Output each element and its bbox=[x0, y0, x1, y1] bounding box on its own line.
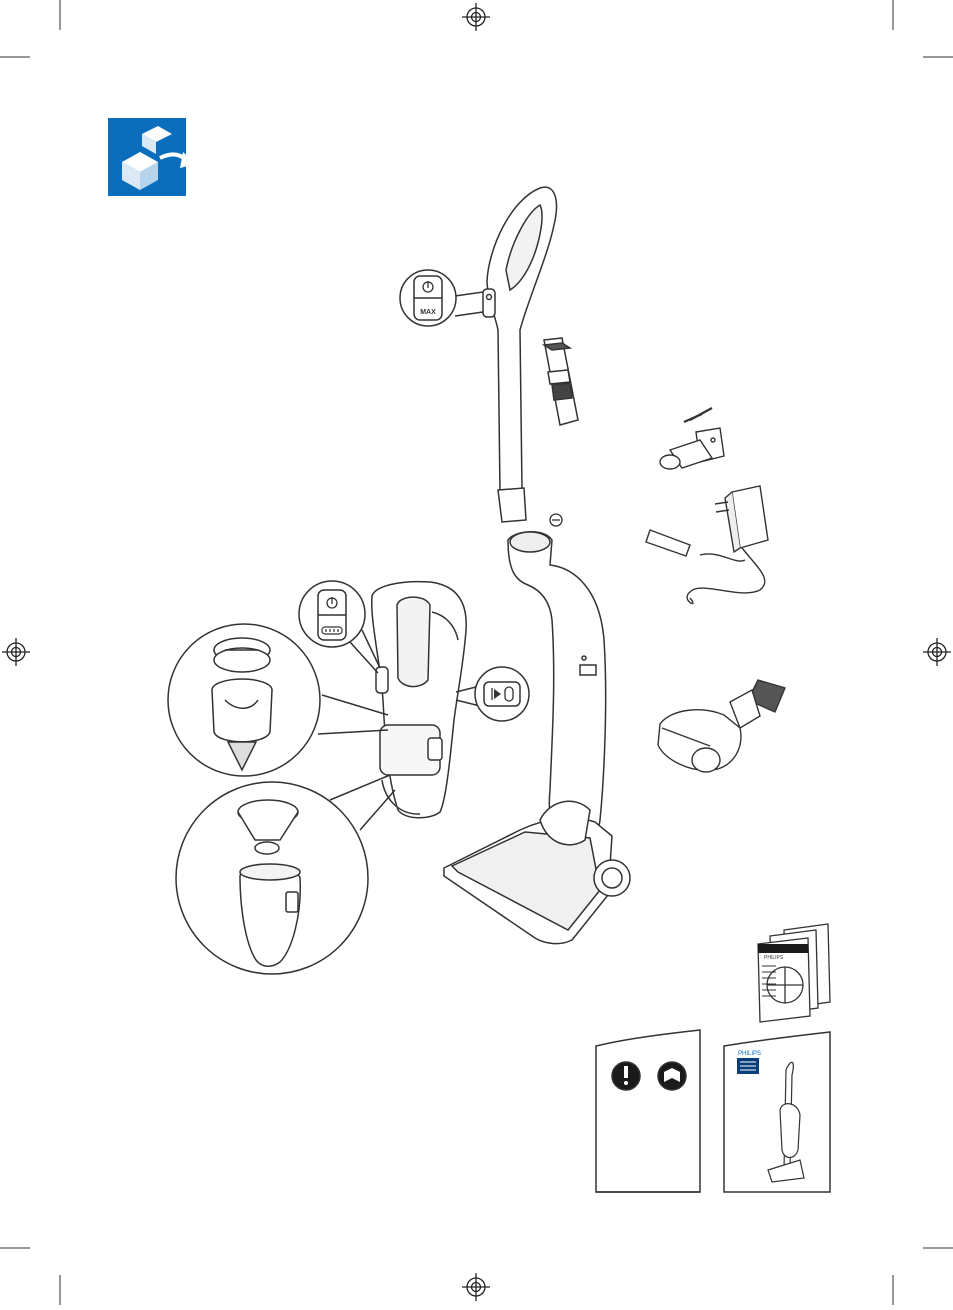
safety-booklet bbox=[596, 1030, 700, 1192]
handle-button-callout: MAX bbox=[400, 270, 483, 326]
screw-icon bbox=[550, 514, 562, 526]
floor-nozzle bbox=[444, 801, 630, 943]
exclamation-icon bbox=[612, 1062, 640, 1090]
registration-mark-left bbox=[2, 638, 30, 666]
release-button-callout bbox=[456, 667, 529, 721]
vacuum-handle bbox=[483, 187, 556, 522]
wall-bracket-icon bbox=[660, 408, 724, 469]
warranty-brand: PHILIPS bbox=[764, 955, 784, 961]
max-label: MAX bbox=[420, 309, 436, 316]
handheld-button-callout bbox=[299, 581, 380, 673]
registration-mark-bottom bbox=[462, 1273, 490, 1301]
unbox-icon bbox=[108, 118, 196, 196]
registration-mark-right bbox=[923, 638, 951, 666]
power-adapter-icon bbox=[646, 486, 768, 604]
registration-mark-top bbox=[462, 3, 490, 31]
warranty-booklet: PHILIPS bbox=[758, 924, 830, 1022]
user-manual-booklet: PHILIPS bbox=[724, 1032, 830, 1192]
turbo-brush-icon bbox=[658, 680, 785, 772]
user-manual-brand: PHILIPS bbox=[738, 1051, 761, 1057]
container-zoom-detail bbox=[176, 775, 395, 974]
handheld-vacuum bbox=[372, 582, 466, 818]
crevice-brush-icon bbox=[544, 338, 578, 425]
read-manual-icon bbox=[658, 1062, 686, 1090]
